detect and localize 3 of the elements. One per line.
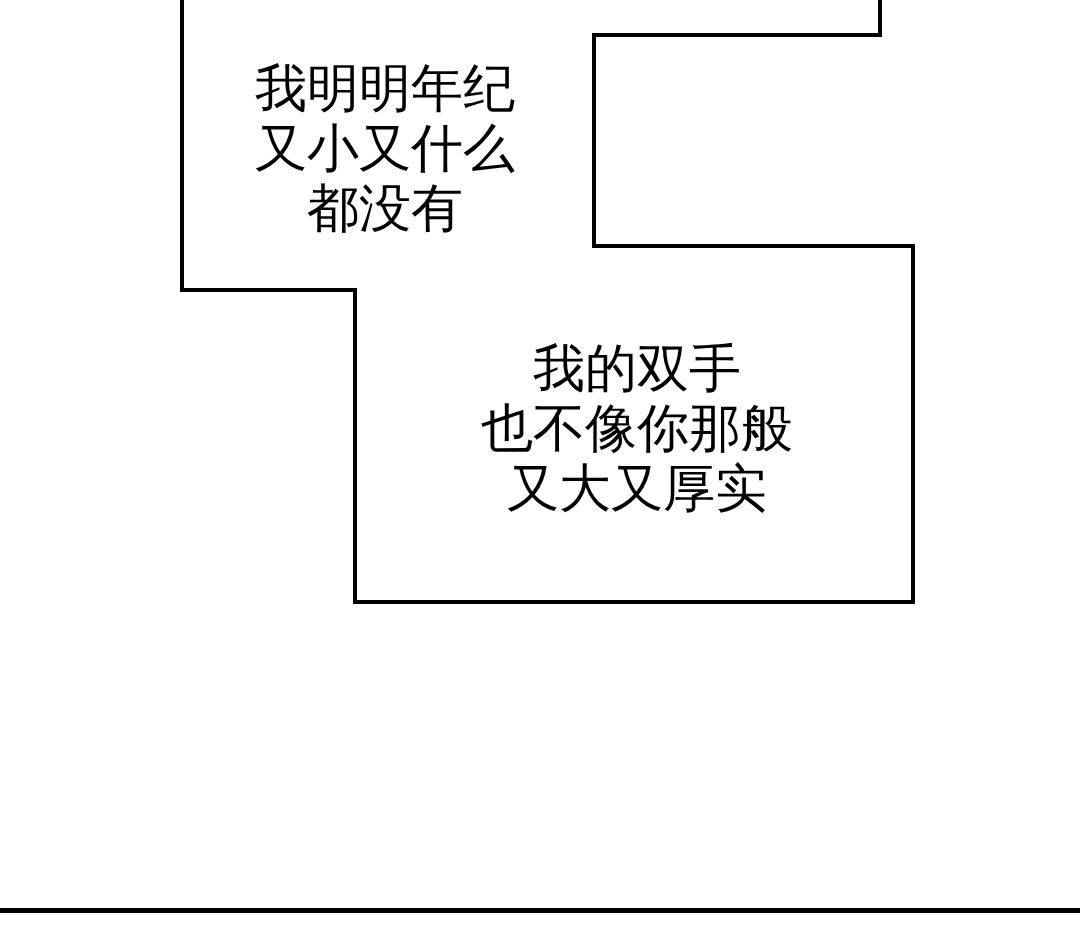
caption-text: 我明明年纪又小又什么都没有 [255, 58, 515, 238]
caption-box [180, 0, 914, 604]
caption-text: 我的双手也不像你那般又大又厚实 [481, 338, 793, 518]
